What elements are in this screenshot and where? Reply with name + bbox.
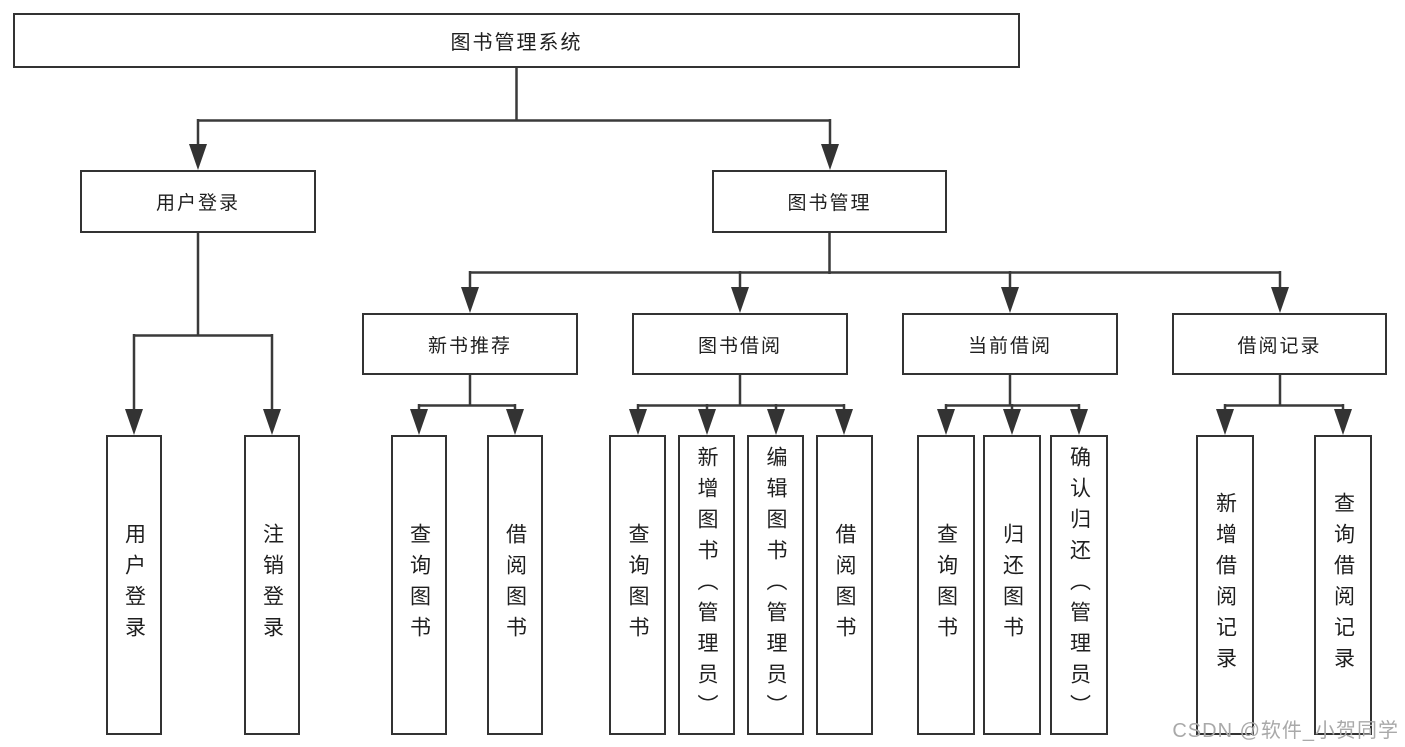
leaf-add-borrow-record: 新增借阅记录 — [1196, 435, 1254, 735]
leaf-label: 归还图书 — [1000, 523, 1024, 647]
leaf-label: 借阅图书 — [503, 523, 527, 647]
leaf-label: 新增图书（管理员） — [695, 445, 718, 725]
node-label: 当前借阅 — [967, 335, 1052, 357]
node-label: 用户登录 — [155, 193, 240, 214]
leaf-label: 编辑图书（管理员） — [764, 445, 787, 725]
csdn-watermark: CSDN @软件_小贺同学 — [1172, 720, 1399, 742]
leaf-confirm-return-admin: 确认归还（管理员） — [1050, 435, 1108, 735]
leaf-return-books: 归还图书 — [983, 435, 1041, 735]
node-label: 图书借阅 — [697, 335, 782, 357]
leaf-add-book-admin: 新增图书（管理员） — [678, 435, 735, 735]
node-label: 借阅记录 — [1237, 335, 1322, 357]
node-label: 图书管理系统 — [450, 32, 583, 54]
leaf-label: 确认归还（管理员） — [1067, 445, 1091, 725]
leaf-user-login: 用户登录 — [106, 435, 162, 735]
leaf-label: 查询图书 — [626, 523, 649, 647]
leaf-query-books-current: 查询图书 — [917, 435, 975, 735]
leaf-label: 新增借阅记录 — [1213, 492, 1237, 678]
node-user-login: 用户登录 — [80, 170, 316, 233]
leaf-label: 注销登录 — [260, 523, 284, 647]
node-label: 新书推荐 — [427, 335, 512, 357]
node-borrowing-records: 借阅记录 — [1172, 313, 1387, 375]
leaf-borrow-books-recommend: 借阅图书 — [487, 435, 543, 735]
leaf-borrow-books: 借阅图书 — [816, 435, 873, 735]
node-book-borrowing: 图书借阅 — [632, 313, 848, 375]
node-library-management-system: 图书管理系统 — [13, 13, 1020, 68]
node-current-borrowing: 当前借阅 — [902, 313, 1118, 375]
arrowheads — [125, 144, 1352, 435]
node-book-management: 图书管理 — [712, 170, 947, 233]
leaf-label: 查询借阅记录 — [1331, 492, 1355, 678]
leaf-label: 查询图书 — [934, 523, 958, 647]
node-new-book-recommendation: 新书推荐 — [362, 313, 578, 375]
leaf-edit-book-admin: 编辑图书（管理员） — [747, 435, 804, 735]
leaf-logout: 注销登录 — [244, 435, 300, 735]
leaf-query-borrow-record: 查询借阅记录 — [1314, 435, 1372, 735]
leaf-query-books-recommend: 查询图书 — [391, 435, 447, 735]
leaf-label: 借阅图书 — [833, 523, 856, 647]
leaf-label: 查询图书 — [407, 523, 431, 647]
node-label: 图书管理 — [787, 193, 872, 214]
leaf-query-books-borrow: 查询图书 — [609, 435, 666, 735]
leaf-label: 用户登录 — [122, 523, 146, 647]
